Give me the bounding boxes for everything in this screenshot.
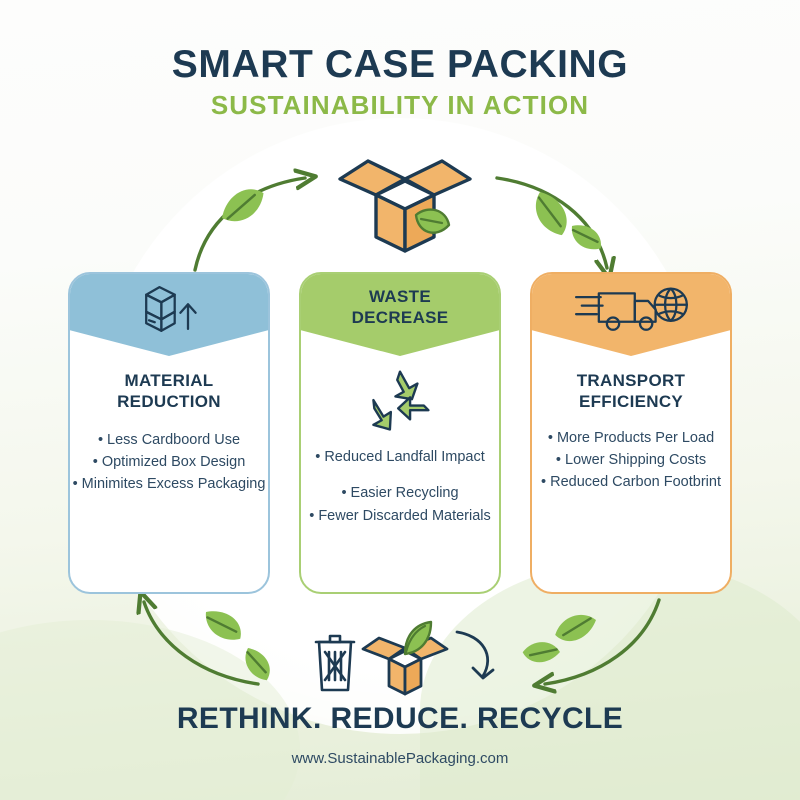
open-box-with-leaf-icon	[330, 145, 480, 255]
arc-top-left	[193, 178, 305, 272]
recycle-icon	[301, 364, 499, 438]
card-title: WASTE DECREASE	[301, 286, 499, 329]
card-title-line1: TRANSPORT	[576, 371, 686, 390]
list-item: • Fewer Discarded Materials	[309, 507, 491, 524]
list-item: • Easier Recycling	[341, 485, 459, 502]
card-transport-efficiency[interactable]: TRANSPORT EFFICIENCY • More Products Per…	[530, 272, 732, 594]
footer-slogan: RETHINK. REDUCE. RECYCLE	[176, 702, 624, 735]
bottom-icon-group	[305, 618, 505, 700]
arc-top-right	[495, 176, 607, 268]
list-item: • Lower Shipping Costs	[555, 451, 707, 468]
list-item: • More Products Per Load	[547, 429, 715, 446]
list-item: • Less Cardboord Use	[97, 431, 241, 448]
cards-row: MATERIAL REDUCTION • Less Cardboord Use …	[0, 272, 800, 594]
card-notch	[70, 330, 268, 364]
card-notch	[532, 330, 730, 364]
footer-url: www.SustainablePackaging.com	[291, 750, 509, 767]
poster-header: SMART CASE PACKING SUSTAINABILITY IN ACT…	[0, 44, 800, 120]
arc-bottom-right	[545, 598, 661, 684]
stacked-boxes-arrow-up-icon	[70, 280, 268, 336]
card-title-line1: WASTE	[369, 287, 431, 306]
arc-bottom-left	[144, 602, 260, 686]
list-item: • Reduced Landfall Impact	[315, 449, 485, 465]
curved-refresh-arrow-icon	[455, 630, 495, 680]
card-title: TRANSPORT EFFICIENCY	[532, 370, 730, 413]
poster-footer: RETHINK. REDUCE. RECYCLE www.Sustainable…	[0, 702, 800, 767]
open-box-sprouting-leaf-icon	[361, 620, 449, 696]
card-material-reduction[interactable]: MATERIAL REDUCTION • Less Cardboord Use …	[68, 272, 270, 594]
card-body: MATERIAL REDUCTION • Less Cardboord Use …	[70, 360, 268, 592]
list-item: • Reduced Carbon Footbrint	[541, 474, 721, 491]
card-bullet-list: • Less Cardboord Use • Optimized Box Des…	[70, 429, 268, 496]
page-title: SMART CASE PACKING	[171, 43, 629, 86]
page-subtitle: SUSTAINABILITY IN ACTION	[210, 90, 590, 121]
card-waste-decrease[interactable]: WASTE DECREASE	[299, 272, 501, 594]
list-item: • Optimized Box Design	[92, 453, 246, 470]
leaf-on-box	[414, 208, 451, 234]
card-bullet-list: • More Products Per Load • Lower Shippin…	[532, 427, 730, 494]
card-body: TRANSPORT EFFICIENCY • More Products Per…	[532, 360, 730, 592]
card-body: • Reduced Landfall Impact • Easier Recyc…	[301, 360, 499, 592]
card-notch	[301, 330, 499, 364]
no-trash-bin-icon	[314, 634, 356, 692]
card-bullet-list: • Reduced Landfall Impact • Easier Recyc…	[301, 446, 499, 527]
card-title-line2: REDUCTION	[117, 392, 221, 412]
card-title: MATERIAL REDUCTION	[70, 370, 268, 413]
list-item: • Minimites Excess Packaging	[72, 476, 266, 493]
card-title-line1: MATERIAL	[124, 371, 214, 390]
card-title-line2: EFFICIENCY	[578, 392, 684, 412]
delivery-truck-globe-icon	[532, 280, 730, 336]
card-title-line2: DECREASE	[351, 308, 449, 328]
